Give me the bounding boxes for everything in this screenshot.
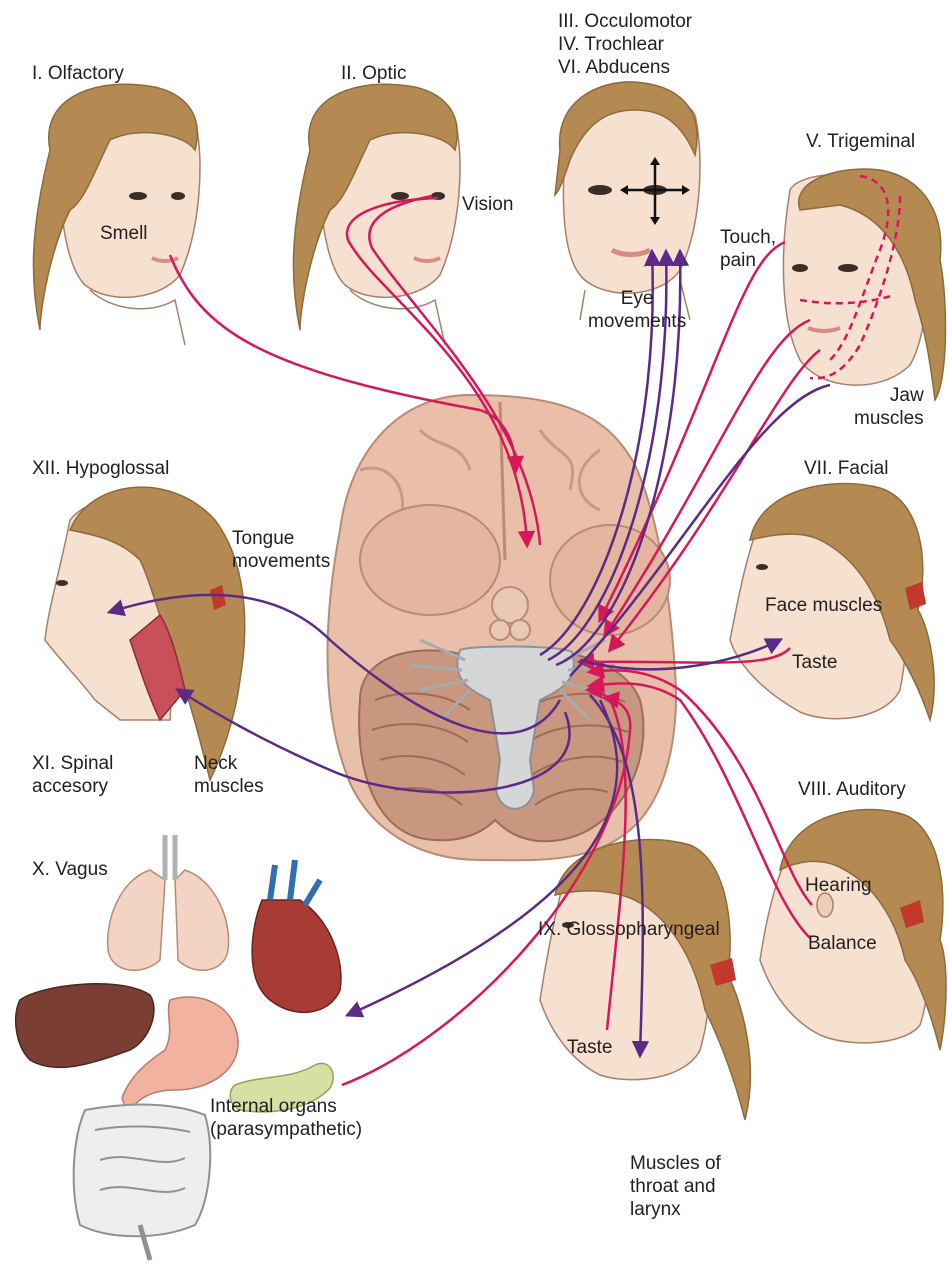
- head-oculomotor: [555, 82, 700, 320]
- throat-muscles-line2: throat and: [630, 1175, 721, 1198]
- spinal-accessory-line2: accesory: [32, 775, 113, 798]
- head-glossopharyngeal: [540, 839, 750, 1120]
- oculomotor-title: III. Occulomotor: [558, 10, 692, 33]
- neck-muscles-line1: Neck: [194, 752, 264, 775]
- vision-label: Vision: [462, 193, 513, 216]
- head-optic: [293, 84, 460, 345]
- auditory-title: VIII. Auditory: [798, 778, 906, 801]
- glossopharyngeal-title: IX. Glossopharyngeal: [538, 918, 720, 941]
- smell-label: Smell: [100, 222, 148, 245]
- balance-label: Balance: [808, 932, 877, 955]
- facial-title: VII. Facial: [804, 457, 888, 480]
- eye-movements-line2: movements: [588, 310, 686, 333]
- neck-muscles-label: Neck muscles: [194, 752, 264, 798]
- trochlear-title: IV. Trochlear: [558, 33, 692, 56]
- throat-muscles-line3: larynx: [630, 1198, 721, 1221]
- abducens-title: VI. Abducens: [558, 56, 692, 79]
- jaw-muscles-label: Jaw muscles: [854, 384, 924, 430]
- throat-muscles-line1: Muscles of: [630, 1152, 721, 1175]
- tongue-movements-label: Tongue movements: [232, 527, 330, 573]
- tongue-movements-line2: movements: [232, 550, 330, 573]
- internal-organs-line2: (parasympathetic): [210, 1118, 362, 1141]
- spinal-accessory-line1: XI. Spinal: [32, 752, 113, 775]
- organs-vagus: [16, 835, 341, 1260]
- touch-pain-label: Touch, pain: [720, 226, 776, 272]
- facial-taste-label: Taste: [792, 651, 837, 674]
- head-auditory: [760, 810, 946, 1050]
- olfactory-title: I. Olfactory: [32, 62, 124, 85]
- jaw-muscles-line2: muscles: [854, 407, 924, 430]
- hearing-label: Hearing: [805, 874, 872, 897]
- eye-movements-line1: Eye: [588, 287, 686, 310]
- tongue-movements-line1: Tongue: [232, 527, 330, 550]
- eye-nerves-titles: III. Occulomotor IV. Trochlear VI. Abduc…: [558, 10, 692, 79]
- eye-movements-label: Eye movements: [588, 287, 686, 333]
- head-hypoglossal: [45, 487, 245, 780]
- face-muscles-label: Face muscles: [765, 594, 882, 617]
- spinal-accessory-title: XI. Spinal accesory: [32, 752, 113, 798]
- throat-muscles-label: Muscles of throat and larynx: [630, 1152, 721, 1221]
- hypoglossal-title: XII. Hypoglossal: [32, 457, 169, 480]
- jaw-muscles-line1: Jaw: [854, 384, 924, 407]
- internal-organs-line1: Internal organs: [210, 1095, 362, 1118]
- internal-organs-label: Internal organs (parasympathetic): [210, 1095, 362, 1141]
- head-olfactory: [33, 84, 200, 345]
- glosso-taste-label: Taste: [567, 1036, 612, 1059]
- vagus-title: X. Vagus: [32, 858, 108, 881]
- touch-pain-line2: pain: [720, 249, 776, 272]
- trigeminal-title: V. Trigeminal: [806, 130, 915, 153]
- head-trigeminal: [783, 169, 945, 400]
- touch-pain-line1: Touch,: [720, 226, 776, 249]
- neck-muscles-line2: muscles: [194, 775, 264, 798]
- optic-title: II. Optic: [341, 62, 406, 85]
- brain-underside: [328, 395, 676, 860]
